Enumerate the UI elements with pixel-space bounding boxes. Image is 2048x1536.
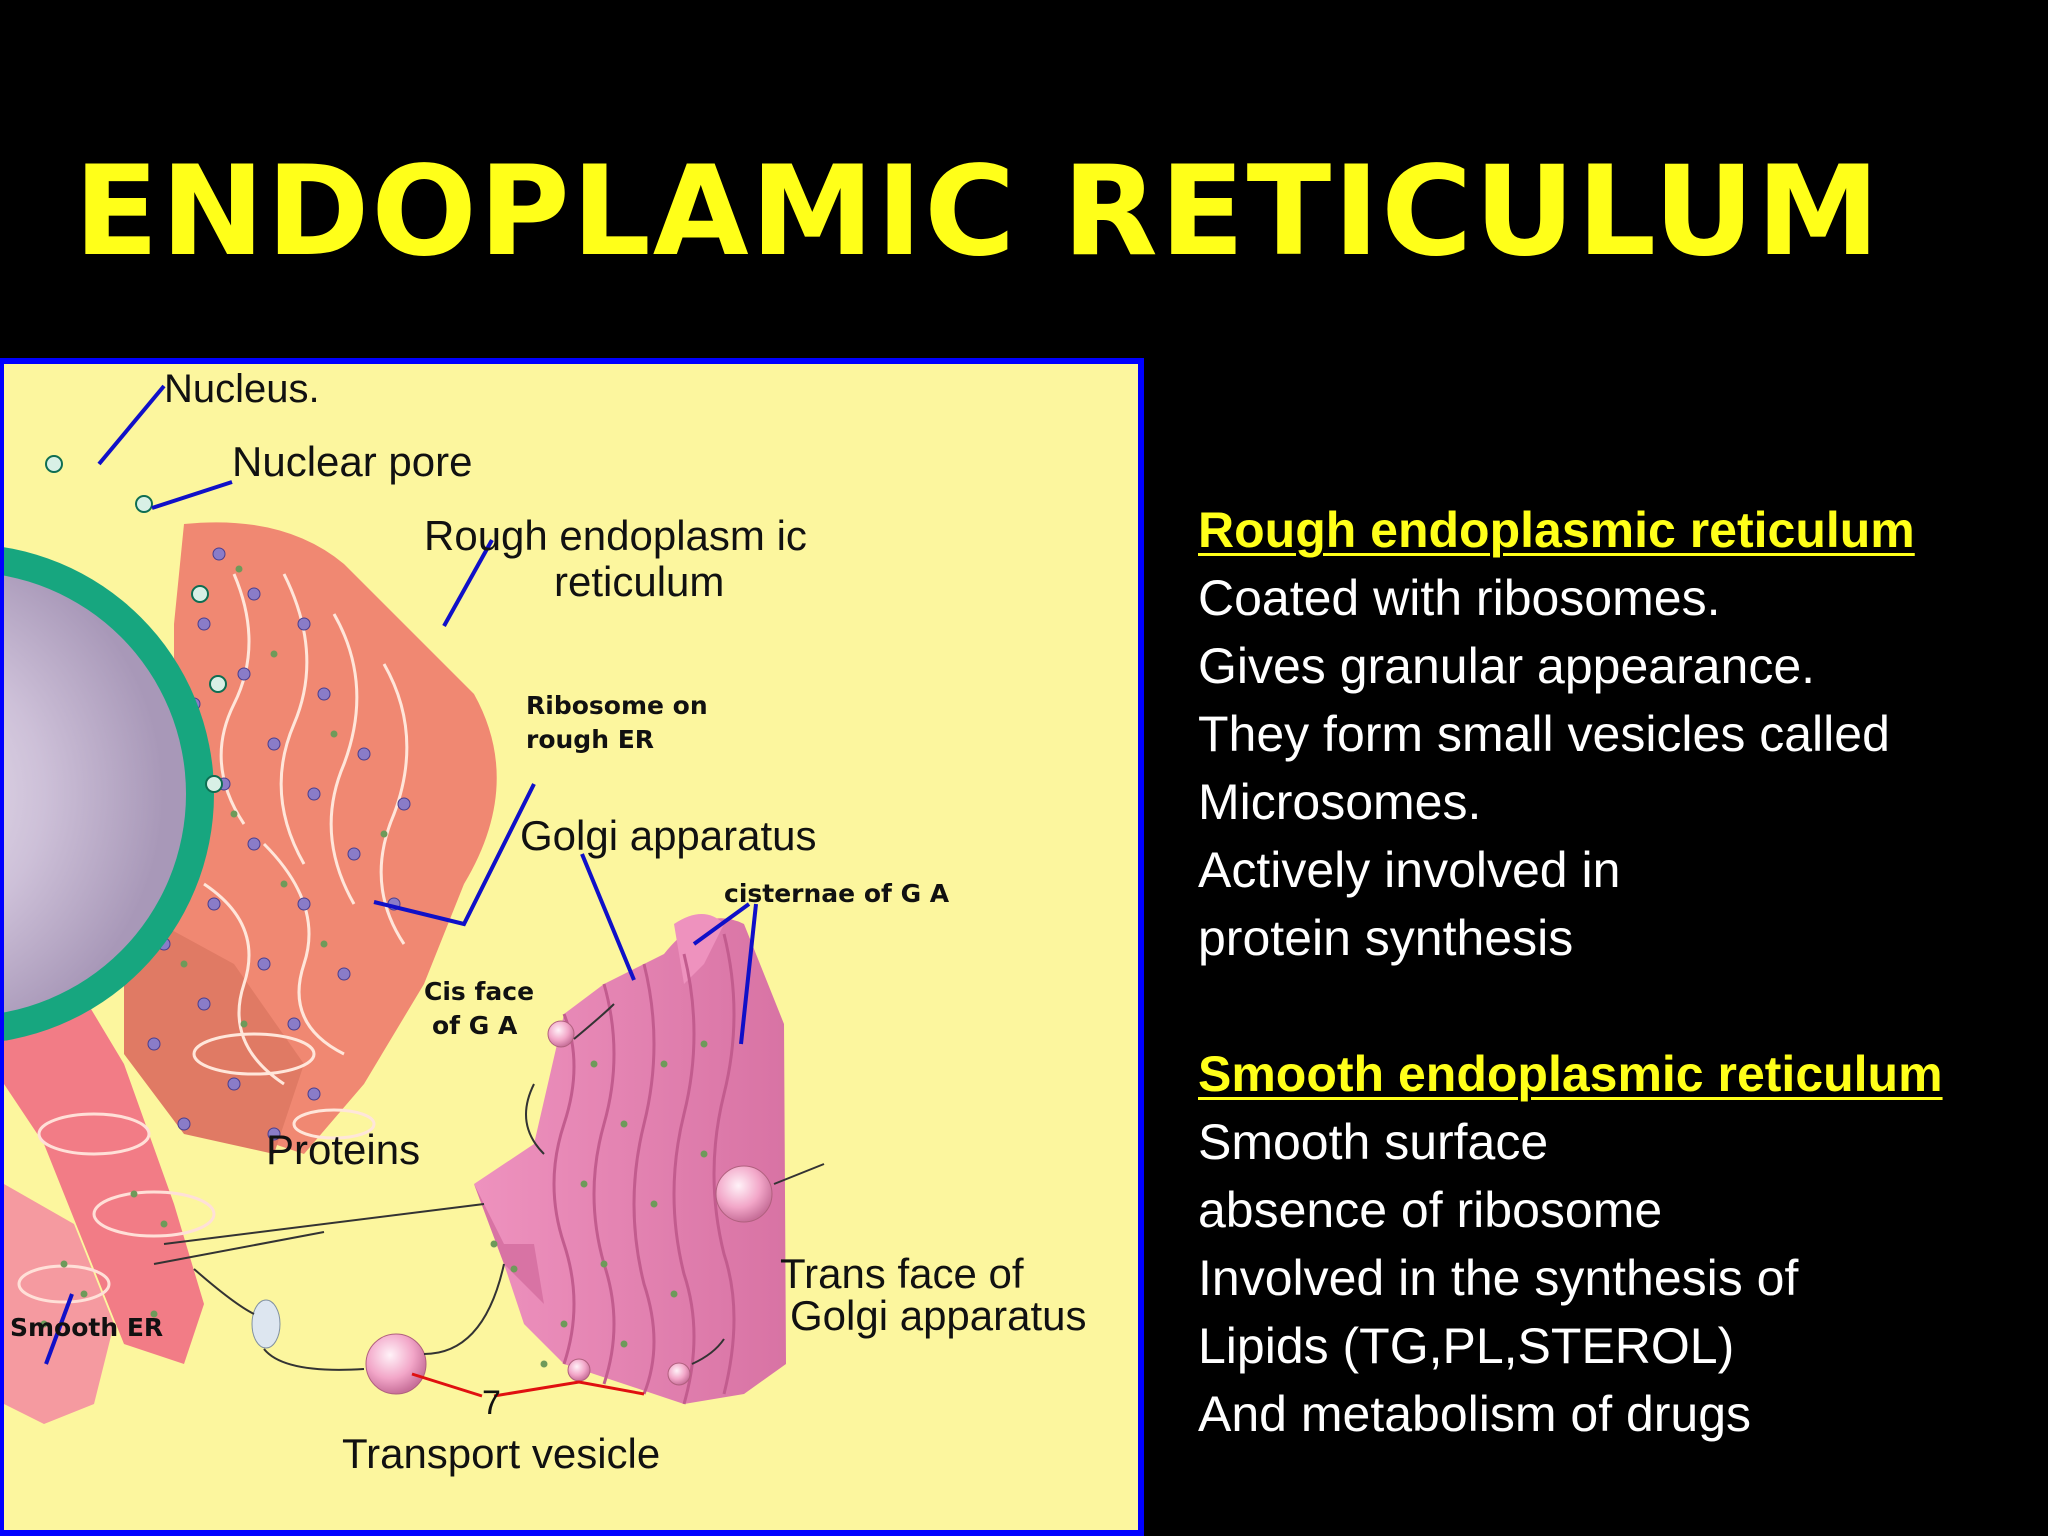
label-seven: 7 bbox=[482, 1384, 501, 1422]
label-cis-face-1: Cis face bbox=[424, 977, 534, 1006]
rough-er-line: Gives granular appearance. bbox=[1198, 638, 1816, 694]
label-nucleus: Nucleus. bbox=[164, 367, 320, 411]
label-cis-face-2: of G A bbox=[432, 1011, 518, 1040]
golgi-dots bbox=[490, 1040, 708, 1368]
label-golgi: Golgi apparatus bbox=[520, 812, 817, 859]
rough-er-line: Coated with ribosomes. bbox=[1198, 570, 1721, 626]
er-diagram-illustration: Nucleus. Nuclear pore Rough endoplasm ic… bbox=[4, 364, 1138, 1530]
smooth-er-shape bbox=[4, 924, 216, 1424]
smooth-er-line: absence of ribosome bbox=[1198, 1182, 1663, 1238]
rough-er-line: protein synthesis bbox=[1198, 910, 1574, 966]
smooth-er-line: Lipids (TG,PL,STEROL) bbox=[1198, 1318, 1735, 1374]
label-cisternae: cisternae of G A bbox=[724, 879, 950, 908]
label-transport-vesicle: Transport vesicle bbox=[342, 1430, 660, 1477]
slide-title: ENDOPLAMIC RETICULUM bbox=[74, 140, 1882, 284]
label-trans-face-2: Golgi apparatus bbox=[790, 1292, 1087, 1339]
label-proteins: Proteins bbox=[266, 1126, 420, 1173]
rough-er-line: Actively involved in bbox=[1198, 842, 1621, 898]
ribosomes bbox=[147, 547, 411, 1141]
leader-lines bbox=[44, 384, 758, 1365]
transport-arrows bbox=[153, 1003, 825, 1371]
label-rough-er-1: Rough endoplasm ic bbox=[424, 512, 807, 559]
label-ribosome-1: Ribosome on bbox=[526, 691, 708, 720]
label-ribosome-2: rough ER bbox=[526, 725, 654, 754]
smooth-er-line: Involved in the synthesis of bbox=[1198, 1250, 1799, 1306]
smooth-er-heading: Smooth endoplasmic reticulum bbox=[1198, 1046, 1943, 1102]
red-leader-lines bbox=[411, 1372, 645, 1398]
rough-er-line: They form small vesicles called bbox=[1198, 706, 1890, 762]
section-gap bbox=[1198, 972, 2048, 1040]
er-diagram: Nucleus. Nuclear pore Rough endoplasm ic… bbox=[0, 358, 1144, 1536]
vesicles bbox=[251, 1020, 773, 1395]
rough-er-heading: Rough endoplasmic reticulum bbox=[1198, 502, 1915, 558]
label-nuclear-pore: Nuclear pore bbox=[232, 438, 472, 485]
label-trans-face-1: Trans face of bbox=[780, 1250, 1024, 1297]
smooth-er-line: Smooth surface bbox=[1198, 1114, 1549, 1170]
ribosomes-small bbox=[40, 565, 388, 1328]
label-smooth-er: Smooth ER bbox=[10, 1313, 163, 1342]
description-panel: Rough endoplasmic reticulum Coated with … bbox=[1198, 496, 2048, 1448]
nucleus-shape bbox=[4, 455, 227, 1041]
rough-er-line: Microsomes. bbox=[1198, 774, 1482, 830]
label-rough-er-2: reticulum bbox=[554, 558, 724, 605]
smooth-er-line: And metabolism of drugs bbox=[1198, 1386, 1752, 1442]
